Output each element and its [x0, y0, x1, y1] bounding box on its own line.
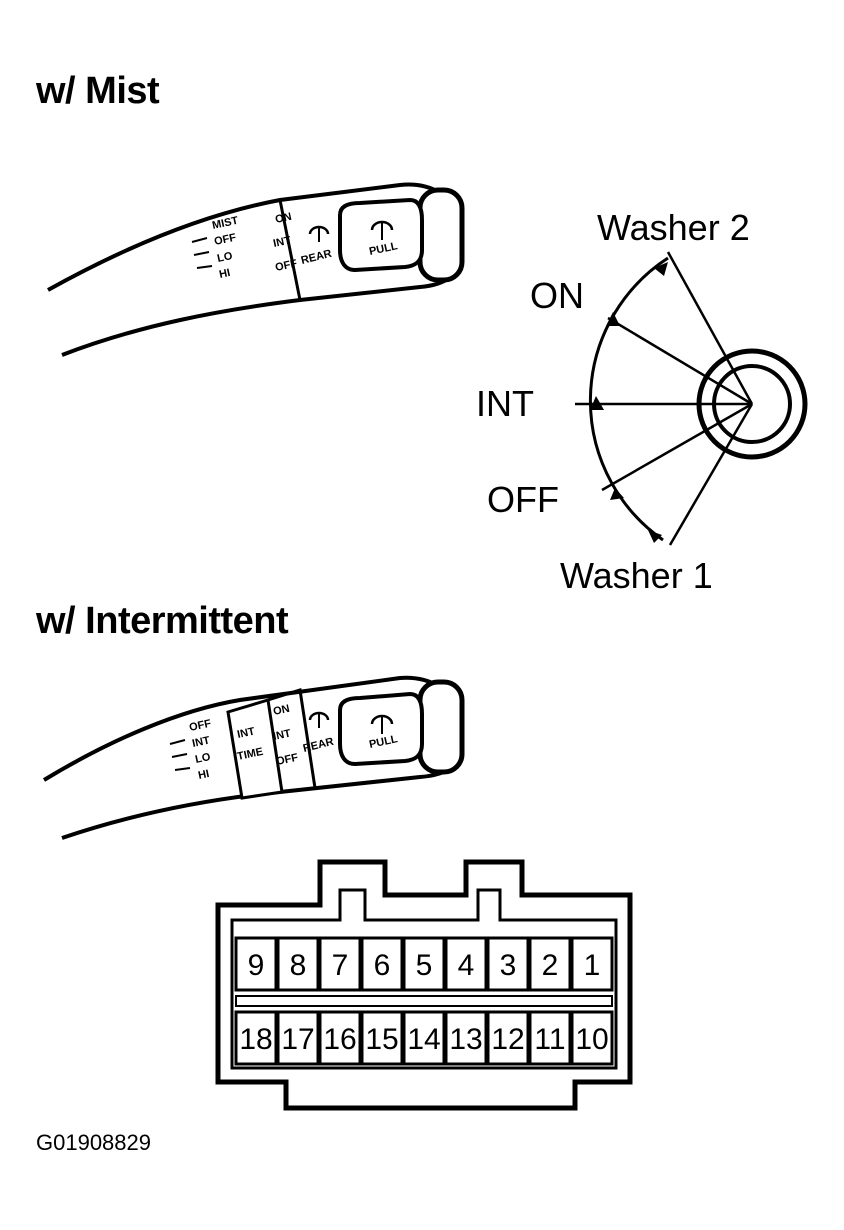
pin-18-cell: [234, 1010, 278, 1066]
int-lever-pos-1: INT: [191, 734, 211, 749]
mist-rear-label: REAR: [300, 248, 333, 267]
mist-rear-pos-2: OFF: [274, 258, 298, 274]
mist-rear-pos-0: ON: [274, 211, 293, 226]
pin-4: 4: [458, 949, 475, 982]
knob-position-lines: [575, 251, 754, 546]
int-lever-end-cap: [417, 679, 465, 775]
pin-7: 7: [332, 949, 349, 982]
int-rear-pos-0: ON: [272, 703, 291, 718]
pin-7-cell: [318, 936, 362, 992]
heading-intermittent: w/ Intermittent: [36, 600, 289, 642]
pin-17: 17: [281, 1023, 314, 1056]
arc-arrowheads: [590, 262, 668, 543]
connector-housing: [215, 859, 633, 1111]
pin-8: 8: [290, 949, 307, 982]
int-time-label-1: INT: [236, 725, 256, 740]
pin-1-cell: [570, 936, 614, 992]
mist-lever-pos-2: LO: [216, 250, 234, 265]
int-lever-pos-3: HI: [197, 768, 210, 782]
mist-lever-pos-0: MIST: [211, 215, 239, 232]
pin-10: 10: [575, 1023, 608, 1056]
pin-14-cell: [402, 1010, 446, 1066]
pin-13-cell: [444, 1010, 488, 1066]
pin-5-cell: [402, 936, 446, 992]
knob-position-diagram: Washer 2 ON INT OFF Washer 1: [476, 207, 808, 596]
pin-2: 2: [542, 949, 559, 982]
mist-pull-label: PULL: [368, 240, 399, 258]
knob-label-int: INT: [476, 383, 534, 424]
pin-15-cell: [360, 1010, 404, 1066]
pin-17-cell: [276, 1010, 320, 1066]
knob-label-washer2: Washer 2: [597, 207, 750, 248]
knob-label-off: OFF: [487, 479, 559, 520]
figure-code: G01908829: [36, 1130, 151, 1155]
pin-14: 14: [407, 1023, 440, 1056]
int-rear-washer-icon: [308, 711, 330, 728]
mist-lever-pos-1: OFF: [213, 232, 237, 248]
connector-inner-wall: [230, 888, 618, 1070]
knob-label-washer1: Washer 1: [560, 555, 713, 596]
mist-rear-pos-1: INT: [272, 234, 292, 249]
rear-washer-icon: [308, 225, 330, 242]
pin-9-cell: [234, 936, 278, 992]
int-washer-icon: [370, 714, 394, 734]
pin-18: 18: [239, 1023, 272, 1056]
connector-row-separator: [235, 995, 613, 1007]
pin-9: 9: [248, 949, 265, 982]
washer-icon: [370, 220, 394, 240]
pin-12: 12: [491, 1023, 524, 1056]
pin-3: 3: [500, 949, 517, 982]
mist-switch-lever: PULL MIST OFF LO HI ON INT OFF REAR: [47, 182, 465, 357]
pin-8-cell: [276, 936, 320, 992]
pin-11-cell: [528, 1010, 572, 1066]
knob-position-arc: [588, 256, 669, 542]
pin-11: 11: [534, 1023, 565, 1056]
pin-3-cell: [486, 936, 530, 992]
pin-4-cell: [444, 936, 488, 992]
pin-10-cell: [570, 1010, 614, 1066]
mist-lever-end-cap: [417, 187, 465, 283]
pin-1: 1: [584, 949, 601, 982]
mist-lever-tick-marks: [191, 237, 213, 269]
knob-label-on: ON: [530, 275, 584, 316]
pin-6: 6: [374, 949, 391, 982]
pin-2-cell: [528, 936, 572, 992]
pin-13: 13: [449, 1023, 482, 1056]
pin-15: 15: [365, 1023, 398, 1056]
int-rear-pos-2: OFF: [275, 752, 299, 768]
pin-16-cell: [318, 1010, 362, 1066]
mist-lever-pos-3: HI: [218, 267, 231, 281]
pin-6-cell: [360, 936, 404, 992]
int-time-label-2: TIME: [236, 746, 264, 763]
pin-5: 5: [416, 949, 433, 982]
int-lever-pos-2: LO: [194, 751, 212, 766]
pin-16: 16: [323, 1023, 356, 1056]
intermittent-switch-lever: INT TIME PULL OFF INT LO HI ON INT OFF R…: [42, 675, 465, 840]
int-pull-label: PULL: [368, 733, 399, 751]
pin-12-cell: [486, 1010, 530, 1066]
heading-mist: w/ Mist: [36, 70, 160, 112]
int-lever-pos-0: OFF: [188, 718, 212, 734]
int-rear-pos-1: INT: [272, 727, 292, 742]
int-lever-tick-marks: [169, 739, 191, 771]
